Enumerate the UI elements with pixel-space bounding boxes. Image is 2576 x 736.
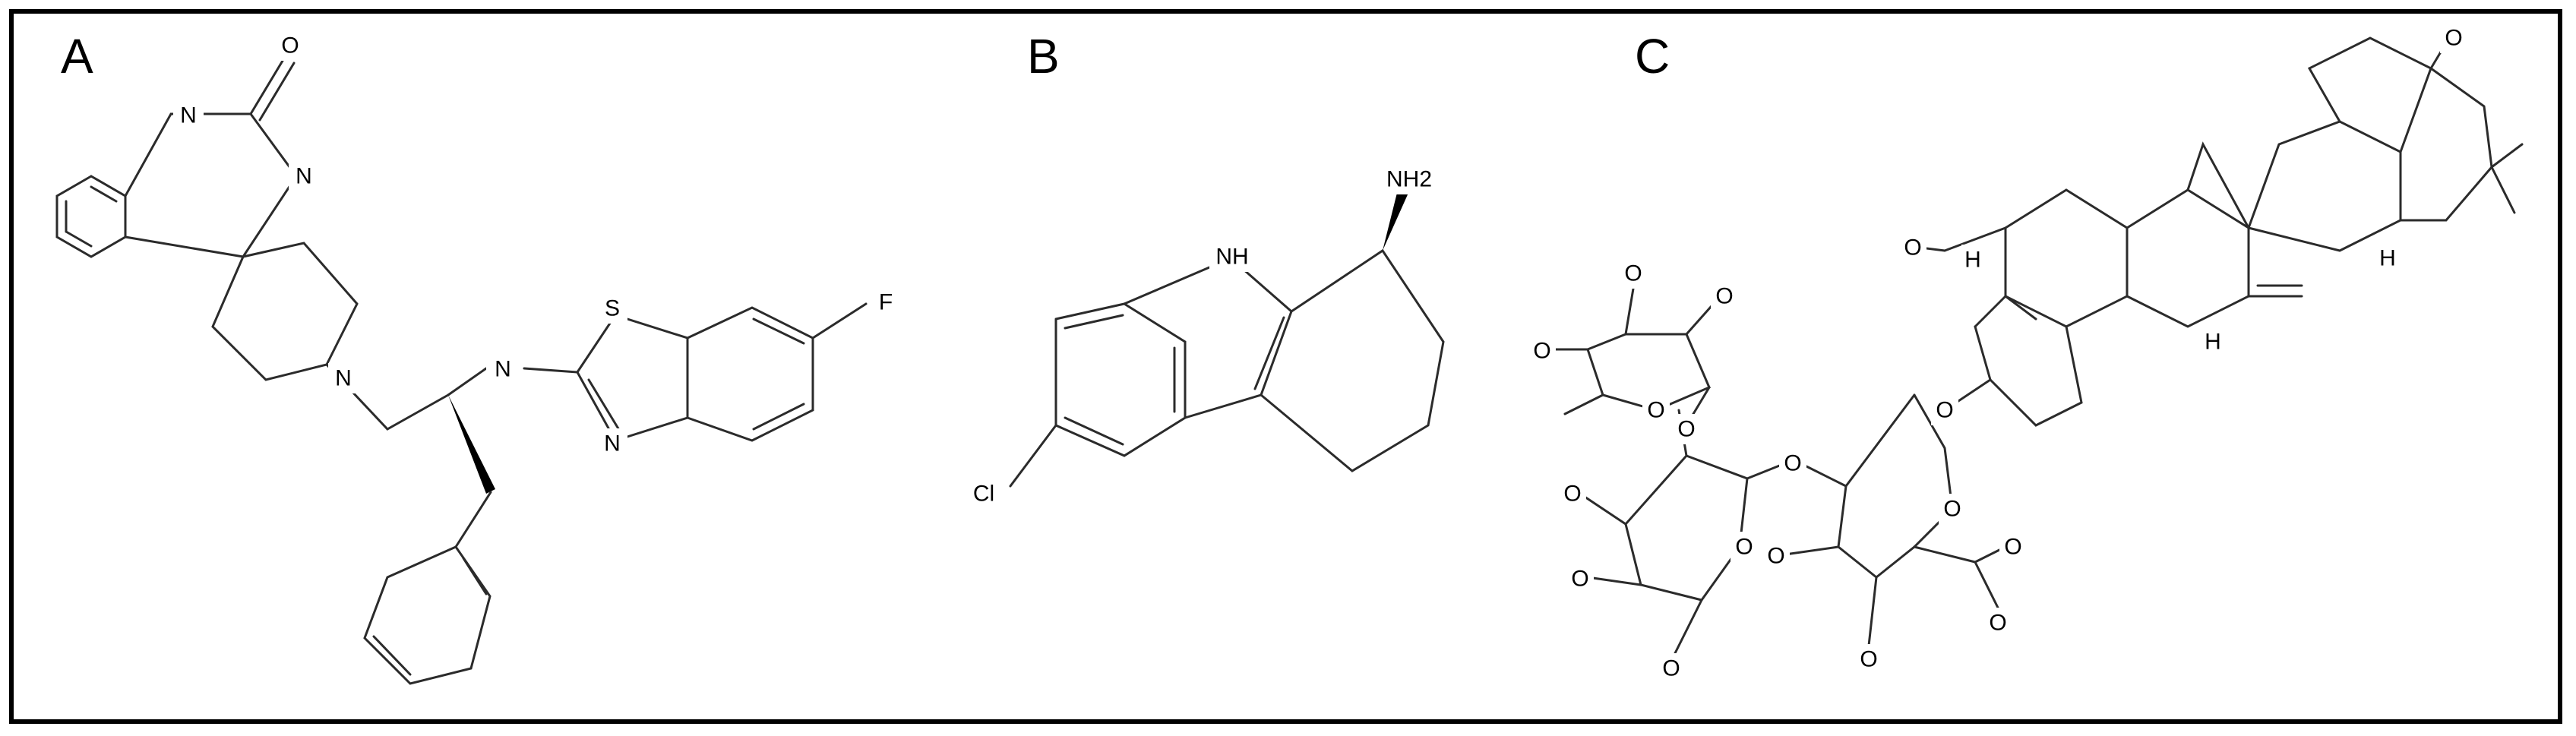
atom-label: O xyxy=(1647,398,1664,423)
atom-label: H xyxy=(1964,248,1981,273)
atom-label: O xyxy=(1571,567,1588,592)
atom-label: N xyxy=(180,103,197,128)
panel-label-c: C xyxy=(1635,29,1670,84)
atom-label: O xyxy=(1563,482,1581,507)
molecule-c: O O H H H O O O O O O O O O O O O O O xyxy=(1528,23,2524,684)
molecule-a: O N N N N S N F xyxy=(55,30,899,685)
molecule-b: NH NH2 Cl xyxy=(965,164,1445,509)
atom-label: H xyxy=(2379,246,2396,271)
atom-label: N xyxy=(604,431,621,456)
atom-label: O xyxy=(1677,417,1695,442)
atom-label: O xyxy=(1624,261,1642,286)
atom-label: O xyxy=(1904,235,1921,261)
atom-label: O xyxy=(1767,544,1784,569)
atom-label: O xyxy=(1533,339,1550,364)
atom-label: NH xyxy=(1215,245,1248,270)
atom-label: O xyxy=(2004,535,2021,560)
atom-label: O xyxy=(281,33,299,58)
atom-label: O xyxy=(1735,535,1753,560)
atom-label: F xyxy=(879,290,893,315)
atom-label: O xyxy=(1662,656,1680,681)
atom-label: O xyxy=(1989,611,2006,636)
atom-label: O xyxy=(1943,497,1961,522)
figure-frame xyxy=(9,9,2562,724)
atom-label: N xyxy=(296,164,312,189)
atom-label: O xyxy=(1860,647,1877,672)
atom-label: S xyxy=(605,296,620,321)
atom-label: O xyxy=(1715,284,1733,309)
atom-label: NH2 xyxy=(1386,167,1432,192)
atom-label: O xyxy=(2445,26,2462,51)
atom-label: Cl xyxy=(973,482,994,507)
atom-label: N xyxy=(335,366,352,391)
atom-label: H xyxy=(2205,330,2221,355)
panel-label-a: A xyxy=(61,29,93,84)
atom-label: O xyxy=(1936,398,1953,423)
atom-label: N xyxy=(495,357,511,382)
panel-label-b: B xyxy=(1027,29,1060,84)
atom-label: O xyxy=(1784,451,1801,476)
